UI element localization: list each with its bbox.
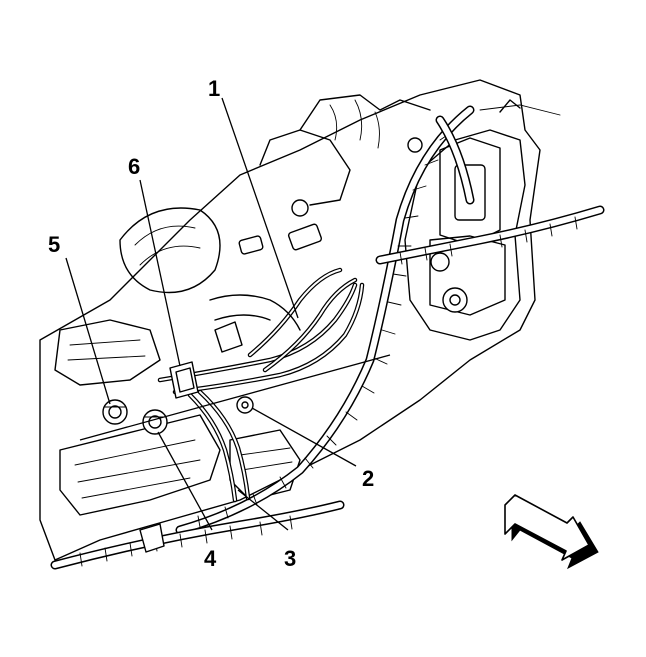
callout-6: 6 <box>128 154 140 179</box>
stud-nut-4 <box>142 409 168 435</box>
wire-loom-horizontal <box>375 115 605 265</box>
callout-2: 2 <box>362 466 374 491</box>
view-direction-arrow-icon <box>504 494 599 570</box>
callout-4: 4 <box>204 546 217 571</box>
callouts: 1 2 3 4 5 6 <box>48 76 374 571</box>
electrical-connectors <box>214 199 323 353</box>
harness-retainer-clip <box>169 361 199 399</box>
leader-lines <box>65 97 391 531</box>
callout-3: 3 <box>284 546 296 571</box>
engine-wiring-harness <box>157 267 365 395</box>
callout-1: 1 <box>208 76 220 101</box>
harness-branch-lower <box>187 389 251 503</box>
harness-bolt <box>236 396 254 414</box>
transmission-housing <box>404 99 561 341</box>
wire-loom-bottom <box>50 500 345 570</box>
stud-nut-5 <box>102 399 128 425</box>
callout-5: 5 <box>48 232 60 257</box>
